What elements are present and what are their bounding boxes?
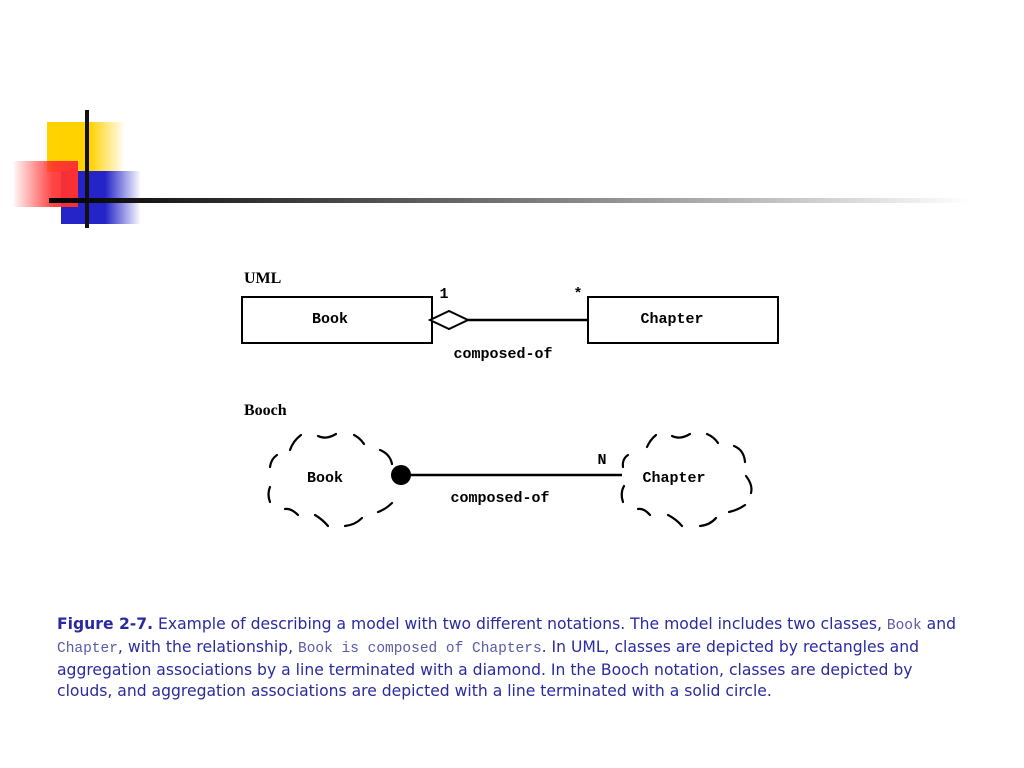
uml-multiplicity-right: * [573,286,582,303]
booch-multiplicity-right: N [597,452,606,469]
uml-book-class [241,296,433,344]
caption-text-2: and [921,615,956,633]
booch-heading: Booch [244,402,287,419]
booch-book-cloud [267,432,394,528]
vertical-rule [85,110,89,228]
uml-relation-label: composed-of [453,346,552,363]
uml-chapter-class [587,296,779,344]
uml-heading: UML [244,270,281,287]
uml-multiplicity-left: 1 [439,286,448,303]
caption-text-1: Example of describing a model with two d… [153,615,887,633]
caption-text-4: . In UML, classes are depicted by rectan… [57,638,919,700]
aggregation-diamond [427,309,471,331]
caption-code-relationship: Book is composed of Chapters [298,641,542,657]
uml-book-label: Book [312,311,348,328]
booch-chapter-label: Chapter [642,470,705,487]
uml-chapter-label: Chapter [640,311,703,328]
booch-book-label: Book [307,470,343,487]
caption-text-3: , with the relationship, [117,638,298,656]
figure-number: Figure 2-7. [57,615,154,633]
caption-code-chapter: Chapter [57,641,118,657]
title-decoration [14,110,969,228]
figure-caption: Figure 2-7. Example of describing a mode… [57,614,957,702]
booch-chapter-cloud [620,432,753,528]
horizontal-rule [49,198,969,203]
caption-code-book: Book [886,618,922,634]
booch-relation-label: composed-of [450,490,549,507]
notation-diagram: UML Book Chapter 1 * composed-of Booch B… [241,270,779,528]
